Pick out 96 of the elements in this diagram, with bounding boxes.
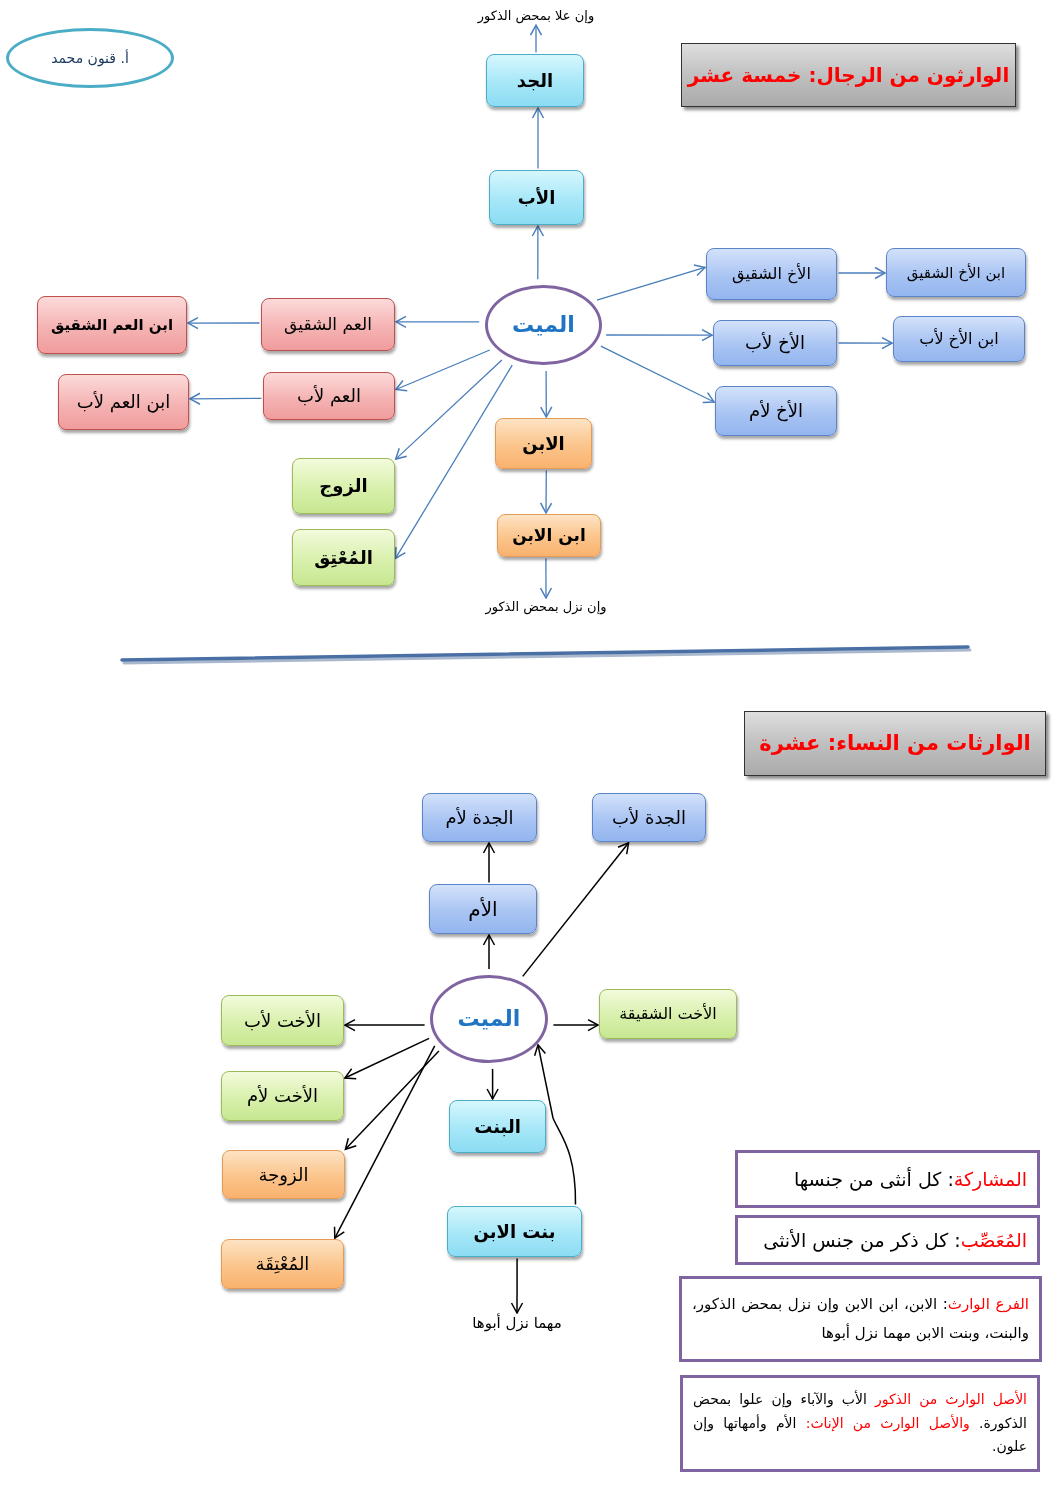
arrow: [394, 364, 513, 560]
definition-text: الأصل الوارث من الذكور الأب والآباء وإن علوا بمحض الذكورة. والأصل الوارث من الإناث: الأم وأمهاتها وإن علون.: [693, 1389, 1027, 1457]
arrow: [394, 359, 503, 460]
heir-label: الزوجة: [258, 1163, 309, 1186]
arrow: [521, 842, 630, 978]
note-text: وإن علا بمحض الذكور: [477, 8, 595, 25]
heir-label: الابن: [522, 432, 565, 455]
heir-box: [429, 884, 537, 934]
heir-label: ابن الابن: [512, 525, 586, 546]
arrow: [482, 842, 496, 884]
arrow: [482, 934, 496, 970]
definition-box: [680, 1375, 1040, 1472]
arrow: [486, 1068, 499, 1100]
definition-box: [679, 1276, 1042, 1362]
heading-box: [744, 711, 1046, 776]
definition-text: المشاركة: كل أنثى من جنسها: [794, 1166, 1027, 1192]
heir-box: [886, 248, 1026, 297]
arrow: [533, 1044, 577, 1206]
heir-box: [486, 54, 584, 107]
heir-box: [495, 418, 592, 469]
heir-box: [292, 529, 395, 586]
arrow: [531, 107, 545, 170]
arrow: [529, 24, 543, 54]
arrow: [395, 349, 491, 392]
heir-label: الجدة لأب: [612, 806, 686, 829]
heir-label: ابن العم الشقيق: [50, 316, 174, 334]
arrow: [333, 1045, 436, 1239]
heir-box: [715, 386, 837, 436]
arrow: [539, 469, 553, 514]
heir-box: [449, 1100, 546, 1153]
heir-box: [592, 793, 706, 842]
heading-text: الوارثات من النساء: عشرة: [759, 730, 1031, 757]
arrow: [531, 225, 545, 280]
arrow: [344, 1018, 426, 1032]
heir-label: المُعْتِقَة: [255, 1253, 310, 1275]
arrow: [552, 1018, 599, 1032]
arrow: [540, 370, 553, 418]
definition-text: الفرع الوارث: الابن، ابن الابن وإن نزل بمحض الذكور، والبنت، وبنت الابن مهما نزل أبوها: [692, 1293, 1029, 1344]
arrow: [605, 328, 713, 342]
heir-box: [497, 514, 601, 557]
arrow: [510, 1257, 524, 1314]
author-name: أ. قنون محمد: [51, 49, 129, 67]
arrow: [600, 345, 715, 404]
arrow: [344, 1037, 430, 1080]
heir-box: [599, 989, 737, 1039]
heading-text: الوارثون من الرجال: خمسة عشر: [687, 63, 1010, 87]
heir-box: [263, 372, 395, 420]
note-text: مهما نزل أبوها: [472, 1314, 562, 1333]
heir-box: [221, 1239, 344, 1289]
heir-box: [292, 458, 395, 514]
definition-box: [735, 1215, 1040, 1265]
heir-label: الأخت الشقيقة: [619, 1004, 717, 1024]
definition-box: [735, 1150, 1040, 1208]
heir-box: [893, 316, 1025, 362]
arrow: [596, 264, 706, 301]
arrow: [539, 557, 553, 599]
ellipse-label: الميت: [457, 1005, 521, 1033]
heir-label: الأخ الشقيق: [732, 264, 811, 284]
heir-label: الأخ لأب: [745, 332, 805, 354]
ellipse-label: الميت: [512, 311, 575, 339]
heir-label: الأخت لأم: [246, 1085, 319, 1107]
definition-text: المُعَصِّب: كل ذكر من جنس الأنثى: [763, 1227, 1027, 1253]
arrow: [187, 316, 261, 330]
arrow: [344, 1050, 440, 1151]
heir-box: [422, 793, 537, 842]
arrow: [189, 392, 263, 405]
heir-box: [706, 248, 837, 300]
heir-label: المُعْتِق: [314, 546, 373, 569]
heir-label: الجد: [516, 69, 554, 92]
heading-box: [681, 43, 1016, 107]
heir-label: الأب: [517, 186, 556, 209]
note-text: وإن نزل بمحض الذكور: [485, 599, 607, 616]
heir-label: ابن العم لأب: [76, 391, 171, 413]
heir-label: الأخت لأب: [244, 1009, 321, 1032]
heir-box: [261, 298, 395, 351]
arrow: [837, 266, 886, 280]
heir-label: الزوج: [319, 475, 368, 497]
heir-box: [37, 296, 187, 354]
heir-label: الجدة لأم: [445, 806, 514, 829]
heir-box: [489, 170, 584, 225]
heir-label: الأخ لأم: [749, 400, 803, 422]
heir-label: بنت الابن: [473, 1220, 556, 1243]
heir-box: [222, 1150, 345, 1199]
heir-label: العم الشقيق: [284, 314, 372, 335]
heir-label: البنت: [474, 1115, 521, 1138]
heir-box: [58, 374, 189, 430]
heir-box: [221, 995, 344, 1046]
heir-label: الأم: [468, 897, 498, 921]
heir-box: [713, 320, 837, 366]
heir-label: ابن الأخ لأب: [919, 329, 999, 349]
heir-box: [447, 1206, 582, 1257]
heir-label: ابن الأخ الشقيق: [906, 263, 1006, 282]
arrow: [395, 315, 480, 329]
heir-box: [221, 1071, 344, 1121]
arrow: [837, 336, 893, 350]
heir-label: العم لأب: [296, 385, 362, 407]
